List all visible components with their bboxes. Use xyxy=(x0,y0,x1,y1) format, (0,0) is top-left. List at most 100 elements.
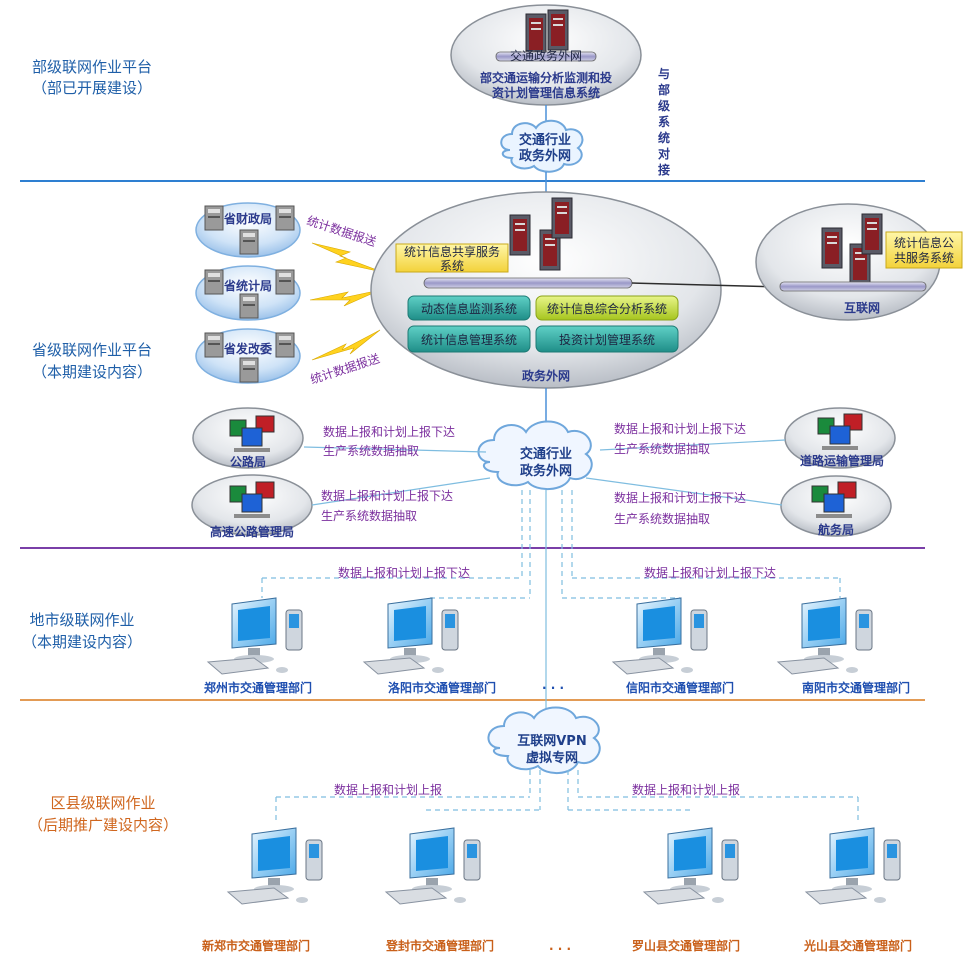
cloud-mid-line2: 政务外网 xyxy=(520,463,572,479)
stat-report-lower: 统计数据报送 xyxy=(308,350,381,387)
flow-extract-left-bottom: 生产系统数据抽取 xyxy=(321,508,417,523)
workstation-icon xyxy=(777,597,873,675)
gov-net-label: 政务外网 xyxy=(522,368,570,383)
tier-ministry-line2: （部已开展建设） xyxy=(32,79,152,97)
tier-city-line2: （本期建设内容） xyxy=(22,633,142,651)
lightning-bolt-icon xyxy=(311,329,381,361)
flow-report-right-top: 数据上报和计划上报下达 xyxy=(614,421,746,436)
ministry-system-line1: 部交通运输分析监测和投 xyxy=(480,70,612,85)
bureau-highway-label: 公路局 xyxy=(230,454,266,469)
county-flow-left: 数据上报和计划上报 xyxy=(334,782,442,797)
agency-finance: 省财政局 xyxy=(195,202,301,258)
internet-node: 统计信息公 共服务系统 互联网 xyxy=(755,203,963,321)
county-dept-luoshan: 罗山县交通管理部门 xyxy=(632,938,740,953)
tier-province-line2: （本期建设内容） xyxy=(32,363,152,381)
ministry-system-line2: 资计划管理信息系统 xyxy=(492,85,600,100)
connect-char: 统 xyxy=(658,130,670,145)
module-investment-plan xyxy=(535,325,679,353)
cloud-top-line1: 交通行业 xyxy=(519,132,571,148)
workstation-icon xyxy=(363,597,459,675)
city-dept-nanyang: 南阳市交通管理部门 xyxy=(802,680,910,695)
county-dashed-links xyxy=(275,770,859,822)
tier-city-line1: 地市级联网作业 xyxy=(29,611,134,629)
workstation-icon xyxy=(227,827,323,905)
city-flow-left: 数据上报和计划上报下达 xyxy=(338,565,470,580)
share-box-line2: 系统 xyxy=(440,259,464,273)
svg-text:投资计划管理系统: 投资计划管理系统 xyxy=(559,332,655,347)
city-dept-zhengzhou: 郑州市交通管理部门 xyxy=(204,680,312,695)
workstation-icon xyxy=(643,827,739,905)
county-ellipsis: . . . xyxy=(549,939,571,953)
county-dept-guangshan: 光山县交通管理部门 xyxy=(803,938,912,953)
svg-text:统计信息管理系统: 统计信息管理系统 xyxy=(421,332,517,347)
county-flow-right: 数据上报和计划上报 xyxy=(632,782,740,797)
connect-char: 接 xyxy=(658,162,670,177)
vpn-line2: 虚拟专网 xyxy=(526,750,578,766)
module-dynamic-monitor xyxy=(407,295,531,321)
tier-province-line1: 省级联网作业平台 xyxy=(32,341,152,359)
workstation-icon xyxy=(805,827,901,905)
bureau-road-transport-label: 道路运输管理局 xyxy=(800,453,884,468)
workstation-icon xyxy=(612,597,708,675)
network-bus-bar xyxy=(423,277,633,289)
city-flow-right: 数据上报和计划上报下达 xyxy=(644,565,776,580)
svg-text:动态信息监测系统: 动态信息监测系统 xyxy=(421,301,517,316)
flow-extract-left-top: 生产系统数据抽取 xyxy=(323,443,419,458)
bureau-road-transport: 道路运输管理局 xyxy=(784,407,896,469)
agency-finance-label: 省财政局 xyxy=(223,211,272,226)
gov-network-cloud-top: 交通行业 政务外网 xyxy=(500,119,584,173)
flow-report-left-top: 数据上报和计划上报下达 xyxy=(323,424,455,439)
public-box-line1: 统计信息公 xyxy=(894,235,954,250)
vpn-line1: 互联网VPN xyxy=(517,734,586,749)
cloud-mid-line1: 交通行业 xyxy=(520,446,572,462)
connect-char: 对 xyxy=(658,146,670,161)
agency-development: 省发改委 xyxy=(195,328,301,384)
ministry-network-bar-label: 交通政务外网 xyxy=(510,48,582,63)
share-box-line1: 统计信息共享服务 xyxy=(404,244,500,259)
connect-char: 部 xyxy=(658,82,670,97)
vpn-cloud: 互联网VPN 虚拟专网 xyxy=(487,706,601,774)
connect-char: 与 xyxy=(658,67,670,81)
ministry-system-node: 交通政务外网 部交通运输分析监测和投 资计划管理信息系统 xyxy=(450,4,642,106)
city-dept-xinyang: 信阳市交通管理部门 xyxy=(626,680,734,695)
stat-report-upper: 统计数据报送 xyxy=(305,213,378,250)
connect-char: 系 xyxy=(658,114,670,129)
bureau-expressway: 高速公路管理局 xyxy=(191,474,313,539)
agency-statistics-label: 省统计局 xyxy=(223,278,272,293)
workstation-icon xyxy=(385,827,481,905)
province-gov-network-node: 统计信息共享服务 系统 动态信息监测系统 统计信息综合分析系统 统计信息管理系统… xyxy=(370,191,722,389)
flow-report-left-bottom: 数据上报和计划上报下达 xyxy=(321,488,453,503)
agency-development-label: 省发改委 xyxy=(223,341,273,356)
county-dept-dengfeng: 登封市交通管理部门 xyxy=(385,938,494,953)
bureau-shipping-label: 航务局 xyxy=(818,522,854,537)
city-ellipsis: · · · xyxy=(542,681,564,695)
public-service-box xyxy=(885,231,963,269)
workstation-icon xyxy=(207,597,303,675)
module-comprehensive-analysis xyxy=(535,295,679,321)
city-dashed-links xyxy=(261,490,841,599)
flow-report-right-bottom: 数据上报和计划上报下达 xyxy=(614,490,746,505)
cloud-top-line2: 政务外网 xyxy=(519,148,571,164)
agency-statistics: 省统计局 xyxy=(195,265,301,321)
connect-char: 级 xyxy=(658,98,670,113)
bureau-highway: 公路局 xyxy=(192,407,304,469)
module-stat-management xyxy=(407,325,531,353)
bureau-expressway-label: 高速公路管理局 xyxy=(210,524,294,539)
bureau-shipping: 航务局 xyxy=(780,475,892,537)
flow-extract-right-bottom: 生产系统数据抽取 xyxy=(614,511,710,526)
share-service-box xyxy=(395,243,509,273)
city-dept-luoyang: 洛阳市交通管理部门 xyxy=(388,680,496,695)
gov-network-cloud-mid: 交通行业 政务外网 xyxy=(477,420,593,490)
lightning-bolt-icon xyxy=(309,289,381,307)
tier-county-line2: （后期推广建设内容） xyxy=(28,816,178,834)
tier-county-line1: 区县级联网作业 xyxy=(50,794,155,812)
svg-text:统计信息综合分析系统: 统计信息综合分析系统 xyxy=(547,301,667,316)
internet-label: 互联网 xyxy=(844,301,880,315)
public-box-line2: 共服务系统 xyxy=(894,250,954,265)
tier-ministry-line1: 部级联网作业平台 xyxy=(32,58,152,76)
flow-extract-right-top: 生产系统数据抽取 xyxy=(614,441,710,456)
county-dept-xinzheng: 新郑市交通管理部门 xyxy=(202,938,310,953)
